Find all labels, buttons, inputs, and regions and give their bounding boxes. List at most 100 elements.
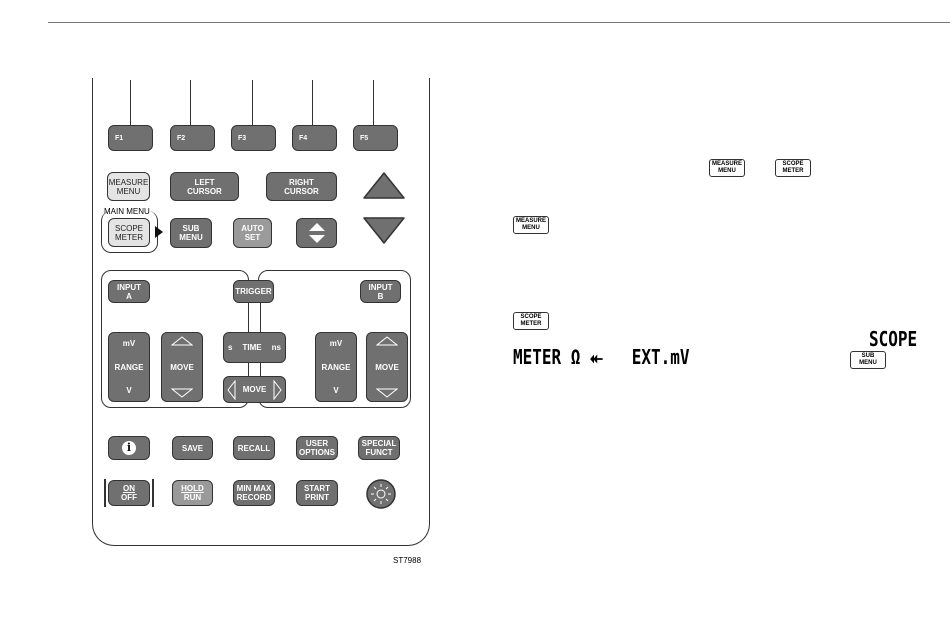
down-outline-icon — [171, 388, 193, 398]
down-outline-icon — [376, 388, 398, 398]
top-rule — [48, 22, 950, 23]
key-label: RUN — [183, 493, 202, 502]
key-label: SUB — [861, 353, 875, 359]
key-label: MENU — [718, 168, 736, 174]
key-label: METER — [520, 321, 542, 327]
key-label: SUB — [182, 224, 200, 233]
key-label: MOVE — [375, 362, 399, 372]
key-label: MEASURE — [108, 177, 149, 187]
f5-key[interactable]: F5 — [353, 125, 398, 151]
up-down-key[interactable] — [296, 218, 337, 248]
key-label: INPUT — [117, 282, 141, 292]
move-b-key[interactable]: MOVE — [366, 332, 408, 402]
key-label: RECALL — [237, 443, 271, 453]
key-label: RIGHT — [289, 177, 314, 187]
f4-key[interactable]: F4 — [292, 125, 337, 151]
time-key[interactable]: s TIME ns — [223, 332, 286, 363]
key-label: MENU — [859, 360, 877, 366]
main-menu-label: MAIN MENU — [104, 207, 150, 216]
key-label: TIME — [242, 343, 262, 352]
info-icon: i — [122, 441, 136, 455]
key-label: START — [303, 484, 331, 493]
trigger-key[interactable]: TRIGGER — [233, 280, 274, 303]
key-label: MEASURE — [711, 161, 742, 167]
lcd-meter-line: METER Ω ⯬ EXT.mV — [513, 345, 690, 369]
on-off-guard — [104, 479, 154, 507]
key-label: MOVE — [242, 385, 267, 394]
key-label: RANGE — [114, 362, 144, 372]
key-label: FUNCT — [365, 448, 393, 457]
left-outline-icon — [227, 379, 236, 400]
key-label: A — [126, 291, 132, 301]
backlight-key[interactable] — [365, 478, 397, 510]
key-label: mV — [122, 339, 136, 348]
up-arrow-key[interactable] — [362, 171, 406, 201]
key-label: TRIGGER — [235, 287, 272, 296]
key-label: ns — [271, 343, 281, 352]
move-a-key[interactable]: MOVE — [161, 332, 203, 402]
key-label: MEASURE — [515, 218, 546, 224]
key-label: RANGE — [321, 362, 351, 372]
key-label: V — [126, 386, 132, 395]
info-key[interactable]: i — [108, 436, 150, 460]
recall-key[interactable]: RECALL — [233, 436, 275, 460]
key-label: MOVE — [170, 362, 194, 372]
callout-line — [252, 80, 253, 126]
key-label: s — [228, 343, 233, 352]
key-label: SAVE — [181, 443, 204, 453]
key-label: B — [377, 291, 384, 301]
key-label: SCOPE — [114, 223, 143, 233]
key-label: MIN MAX — [236, 484, 272, 493]
right-outline-icon — [273, 379, 282, 400]
key-label: SCOPE — [520, 314, 542, 320]
f2-key[interactable]: F2 — [170, 125, 215, 151]
callout-line — [190, 80, 191, 126]
f4-label: F4 — [299, 134, 308, 142]
f5-label: F5 — [360, 134, 369, 142]
sun-icon — [371, 484, 391, 504]
key-label: ON — [123, 484, 135, 493]
key-label: OPTIONS — [298, 448, 335, 457]
callout-line — [373, 80, 374, 126]
key-label: USER — [305, 439, 329, 448]
f1-key[interactable]: F1 — [108, 125, 153, 151]
move-horizontal-key[interactable]: MOVE — [223, 376, 286, 403]
callout-line — [130, 80, 131, 126]
key-label: MENU — [179, 233, 203, 242]
f1-label: F1 — [115, 134, 124, 142]
key-label: PRINT — [305, 493, 329, 502]
key-label: INPUT — [368, 282, 393, 292]
key-label: MENU — [522, 225, 540, 231]
save-key[interactable]: SAVE — [172, 436, 213, 460]
f3-key[interactable]: F3 — [231, 125, 276, 151]
key-label: mV — [329, 339, 343, 348]
range-a-key[interactable]: mV RANGE V — [108, 332, 150, 402]
scopemeter-keypad — [92, 78, 430, 546]
key-label: HOLD — [181, 484, 204, 493]
up-down-arrow-icon — [308, 223, 325, 243]
lcd-scope-text: SCOPE — [869, 327, 918, 351]
key-label: SET — [244, 233, 261, 242]
key-label: CURSOR — [284, 186, 319, 196]
down-arrow-key[interactable] — [362, 216, 406, 246]
f2-label: F2 — [177, 134, 186, 142]
